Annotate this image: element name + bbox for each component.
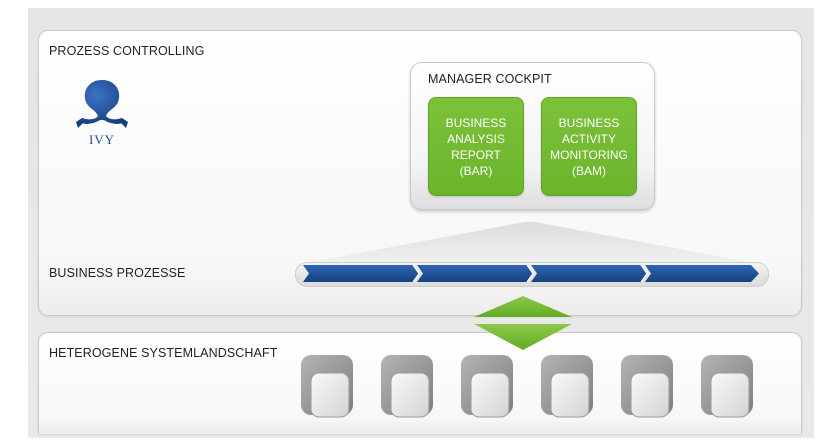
bar-line: ANALYSIS [447, 131, 505, 146]
bam-line: BUSINESS [558, 115, 620, 130]
section-label-controlling: PROZESS CONTROLLING [49, 44, 205, 58]
process-step-3 [531, 265, 647, 282]
server-icon [621, 355, 673, 418]
bam-monitoring-box: BUSINESS ACTIVITY MONITORING (BAM) [541, 97, 637, 196]
double-arrow-icon [474, 296, 572, 350]
business-process-chevron-bar [303, 265, 759, 282]
process-step-2 [417, 265, 533, 282]
section-label-systems: HETEROGENE SYSTEMLANDSCHAFT [49, 346, 278, 360]
bar-line: (BAR) [459, 163, 493, 178]
process-step-1 [303, 265, 419, 282]
bam-line: (BAM) [572, 163, 606, 178]
bam-line: MONITORING [550, 147, 628, 162]
funnel-shape [290, 222, 770, 266]
cockpit-title: MANAGER COCKPIT [428, 72, 552, 86]
bam-line: ACTIVITY [561, 131, 616, 146]
server-icon [461, 355, 513, 418]
bar-report-box: BUSINESS ANALYSIS REPORT (BAR) [428, 97, 524, 196]
server-icon [381, 355, 433, 418]
bar-line: REPORT [451, 147, 501, 162]
bar-line: BUSINESS [445, 115, 507, 130]
logo-text: IVY [88, 132, 116, 147]
server-icon [301, 355, 353, 418]
server-icon [701, 355, 753, 418]
section-label-processes: BUSINESS PROZESSE [49, 266, 186, 280]
process-step-4 [645, 265, 759, 282]
server-icon [541, 355, 593, 418]
ivy-logo-icon [76, 80, 128, 128]
